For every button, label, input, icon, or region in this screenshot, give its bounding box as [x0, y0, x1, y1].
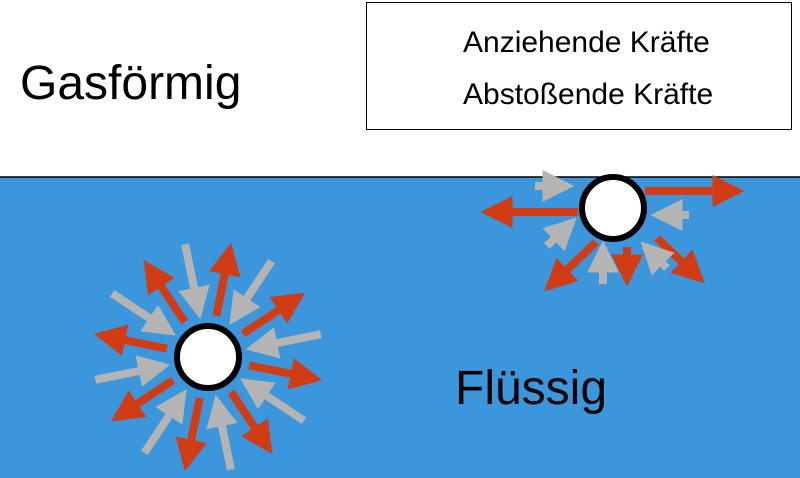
attractive-force-arrow — [110, 376, 176, 422]
attractive-force-arrow — [227, 389, 273, 455]
legend — [366, 2, 792, 130]
liquid-region — [0, 177, 800, 478]
repulsive-force-arrow — [94, 355, 171, 387]
repulsive-force-arrow — [178, 243, 210, 320]
attractive-force-arrow — [93, 324, 168, 356]
attractive-force-arrow — [143, 259, 189, 325]
repulsive-force-arrow — [141, 389, 187, 456]
legend-repulsive-label: Abstoßende Kräfte — [463, 78, 714, 111]
repulsive-force-arrow — [240, 378, 307, 424]
attractive-force-arrow — [248, 358, 323, 390]
repulsive-force-arrow — [542, 217, 577, 252]
legend-attractive-label: Anziehende Kräfte — [463, 26, 710, 59]
attractive-force-arrow — [175, 397, 207, 472]
repulsive-force-arrow — [640, 241, 675, 276]
surface-molecule — [579, 174, 647, 242]
surface-molecule-forces — [480, 170, 745, 292]
repulsive-force-arrow — [245, 327, 322, 359]
interior-molecule-forces — [93, 242, 323, 472]
repulsive-force-arrow — [109, 290, 176, 336]
repulsive-force-arrow — [206, 394, 238, 471]
interior-molecule — [174, 323, 242, 391]
attractive-force-arrow — [209, 242, 241, 317]
liquid-phase-label: Flüssig — [455, 362, 608, 415]
attractive-force-arrow — [240, 292, 306, 338]
repulsive-force-arrow — [229, 258, 275, 325]
gas-phase-label: Gasförmig — [20, 57, 242, 110]
